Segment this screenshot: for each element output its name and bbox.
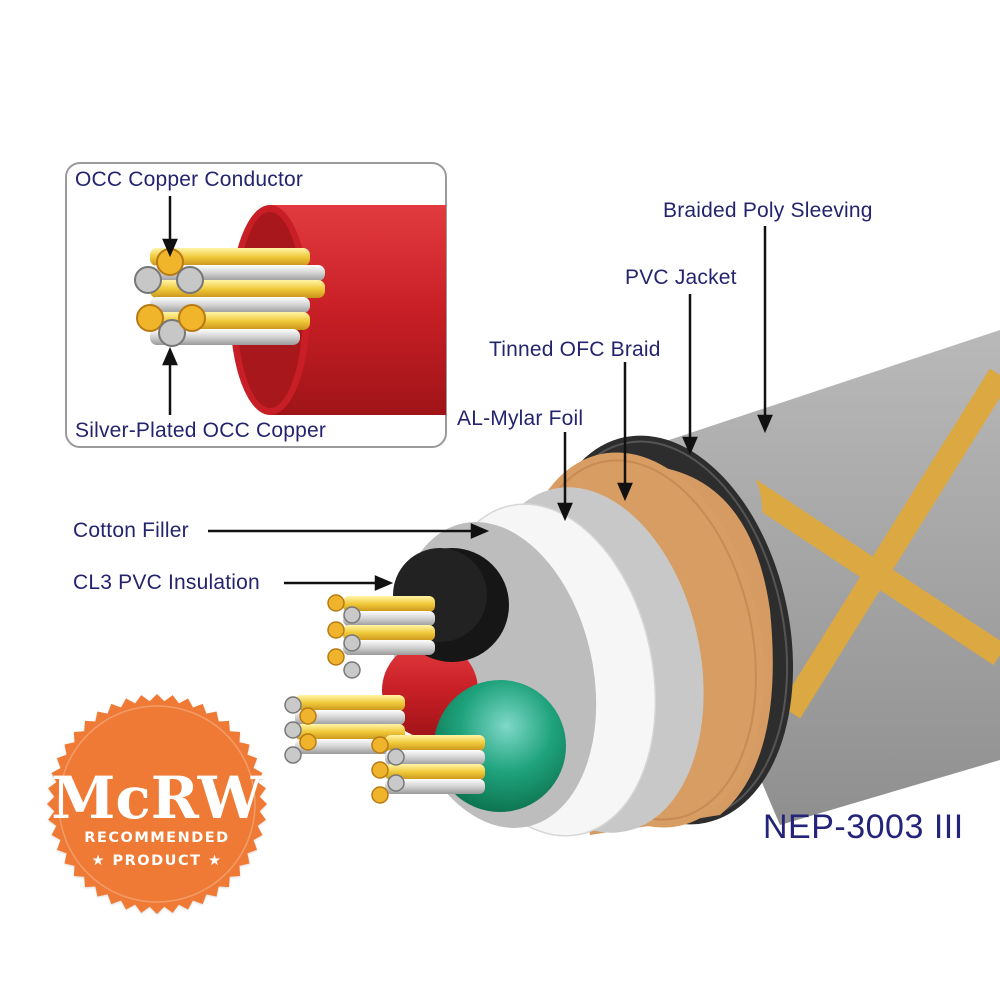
label-braided-poly-sleeving: Braided Poly Sleeving [663,199,873,222]
label-al-mylar-foil: AL-Mylar Foil [457,407,584,430]
conductor-bundle-bottom [371,735,485,804]
label-cotton-filler: Cotton Filler [73,519,189,542]
label-occ-copper-conductor: OCC Copper Conductor [75,168,304,191]
label-pvc-jacket: PVC Jacket [625,266,737,289]
badge-logo: McRW [51,764,263,832]
conductor-detail-inset [65,162,447,448]
label-silver-plated-occ-copper: Silver-Plated OCC Copper [75,419,327,442]
badge-line-product: ★ PRODUCT ★ [91,853,223,869]
sleeving-stripes [735,368,1000,719]
recommended-badge: McRW [47,694,267,914]
leader-lines [162,196,773,591]
conductor-bundle-top [327,594,435,679]
label-cl3-pvc-insulation: CL3 PVC Insulation [73,571,260,594]
model-name: NEP-3003 III [763,808,964,846]
label-tinned-ofc-braid: Tinned OFC Braid [489,338,661,361]
badge-line-recommended: RECOMMENDED [84,830,230,846]
